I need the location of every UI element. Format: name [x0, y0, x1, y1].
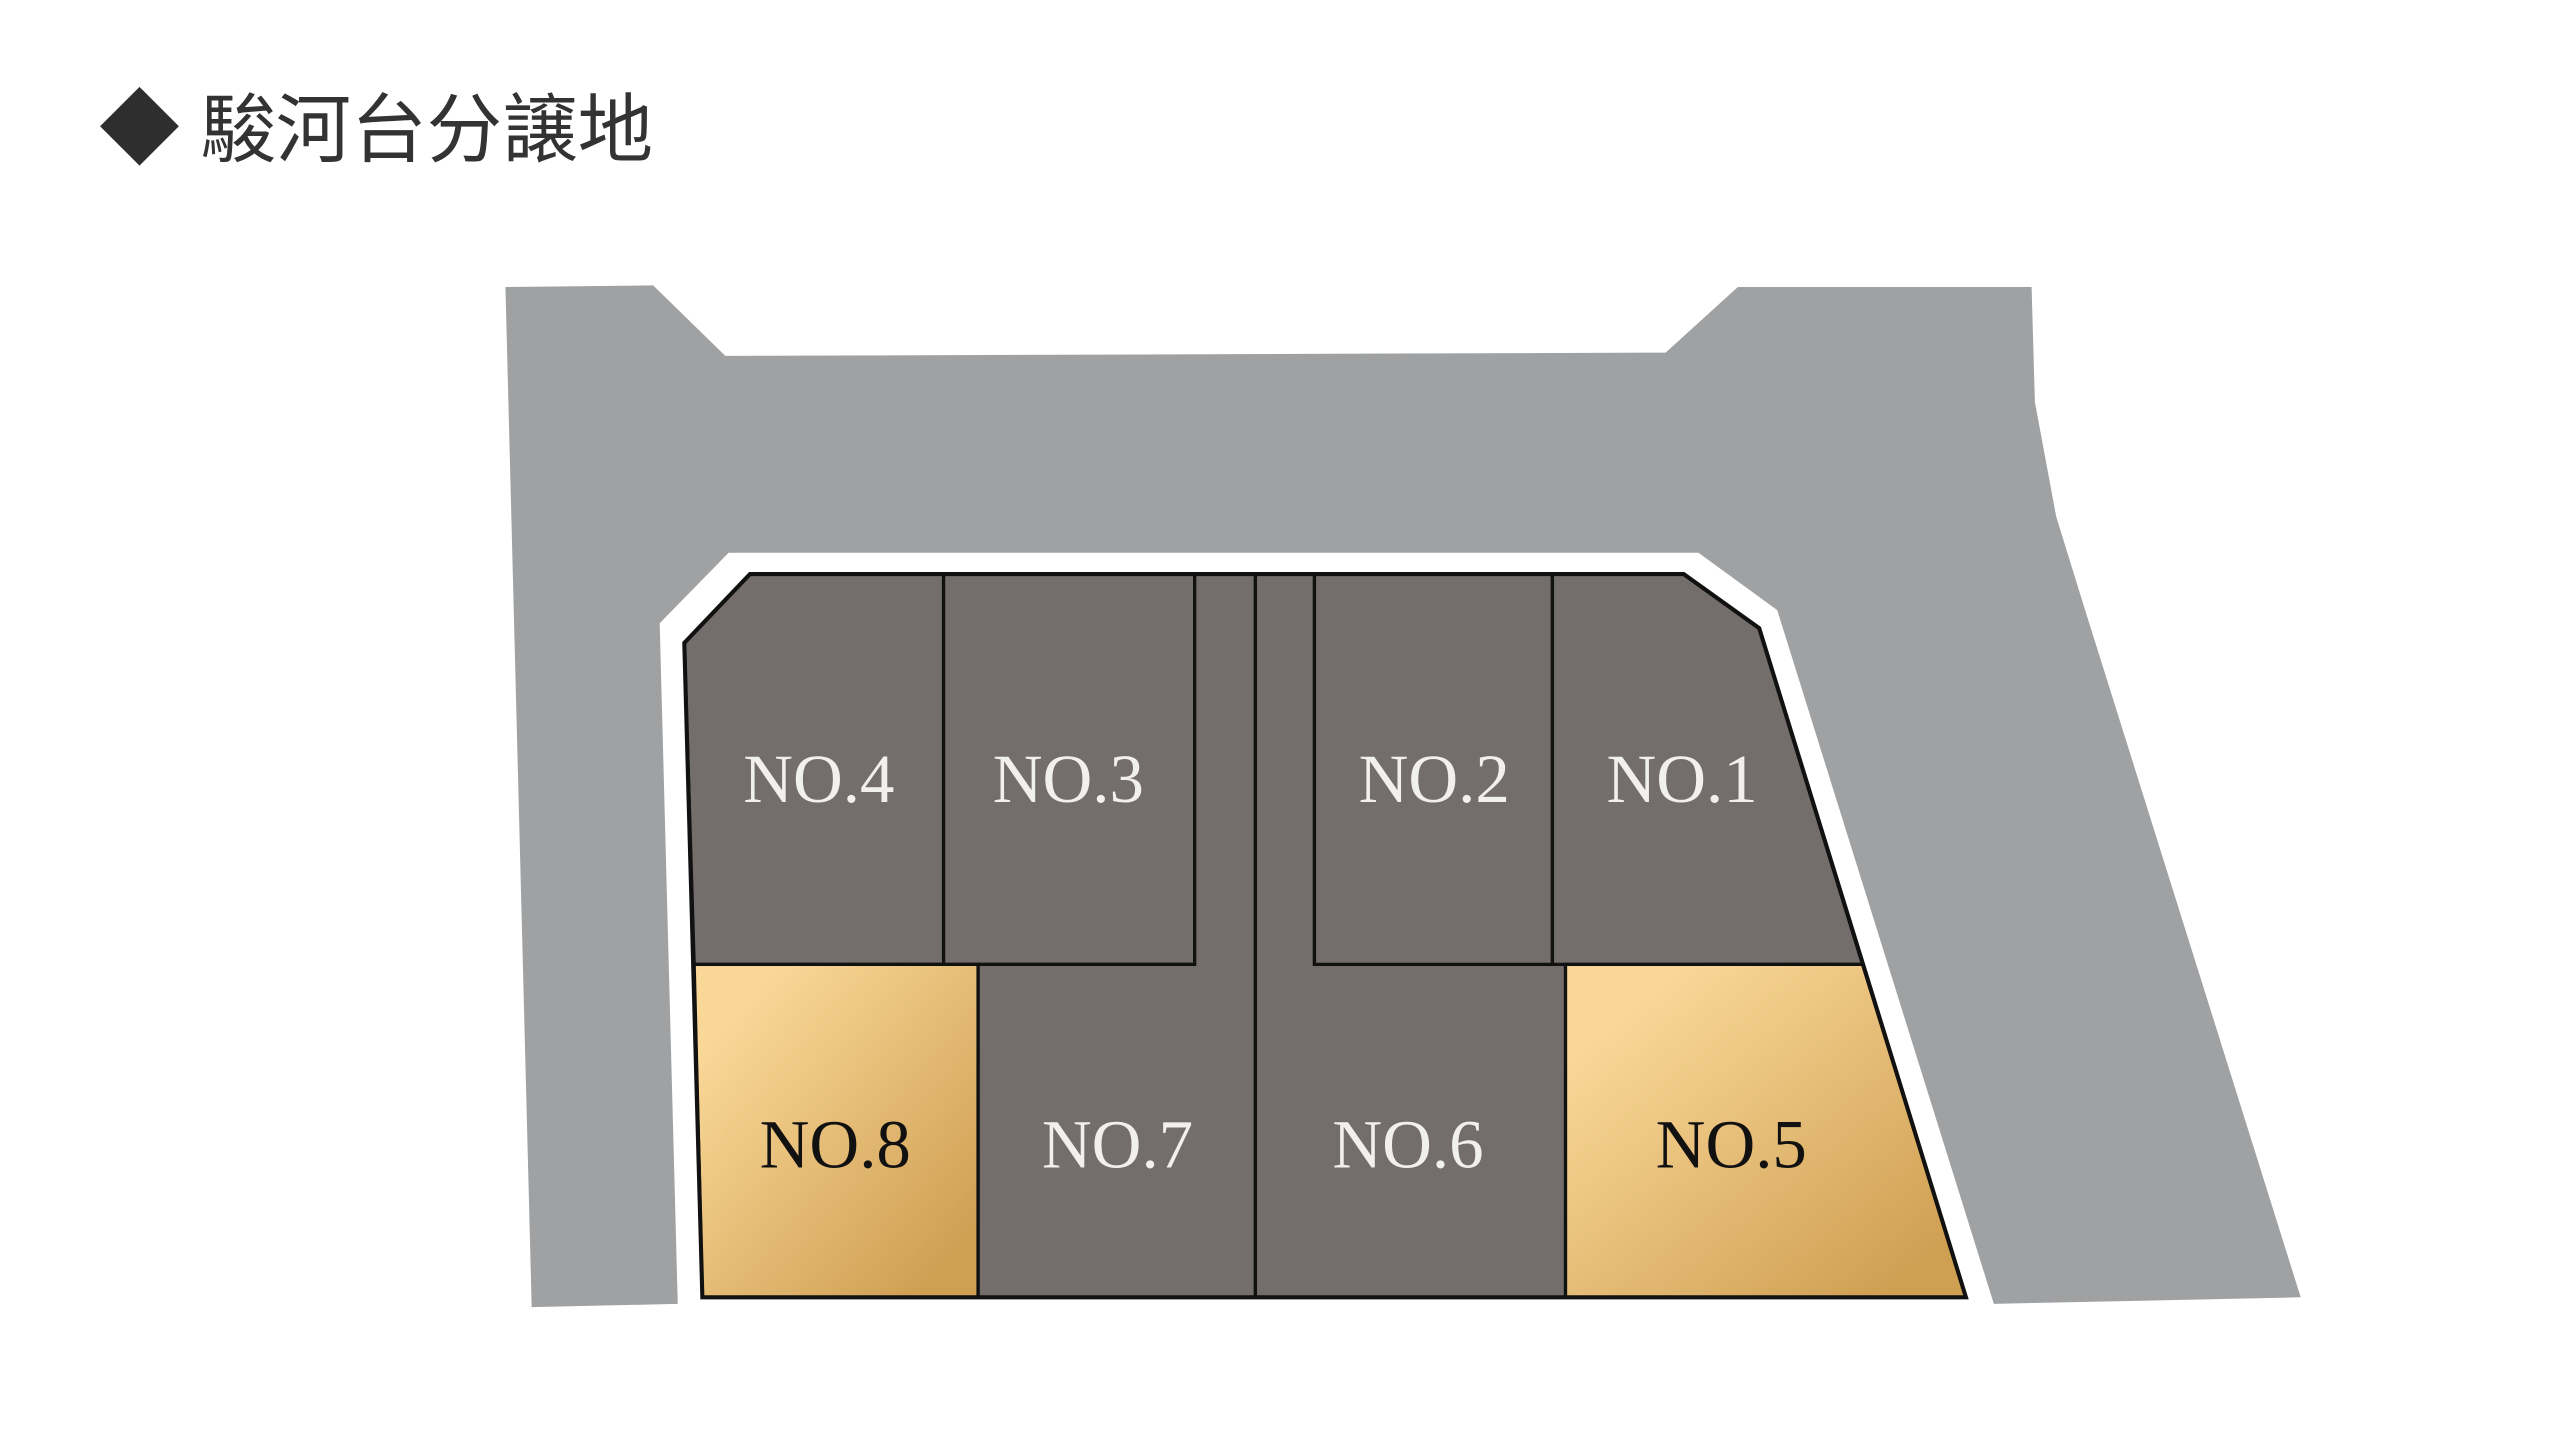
lot-no7[interactable]: NO.7 [976, 572, 1258, 1299]
lot-label: NO.3 [993, 741, 1144, 817]
lot-label: NO.8 [760, 1107, 911, 1183]
lot-no4[interactable]: NO.4 [682, 572, 946, 967]
lot-label: NO.2 [1359, 741, 1510, 817]
lot-no2[interactable]: NO.2 [1312, 572, 1555, 967]
lot-label: NO.1 [1606, 741, 1757, 817]
road [505, 285, 2301, 1308]
page-title: 駿河台分譲地 [200, 86, 653, 174]
lot-label: NO.7 [1042, 1107, 1193, 1183]
lot-no8[interactable]: NO.8 [692, 962, 980, 1299]
site-outline [682, 571, 1969, 1300]
lot-no3[interactable]: NO.3 [941, 572, 1197, 967]
lot-label: NO.4 [743, 741, 894, 817]
lot-no5[interactable]: NO.5 [1563, 962, 1969, 1299]
diamond-icon [100, 86, 179, 166]
lot-no1[interactable]: NO.1 [1550, 572, 1865, 967]
lot-label: NO.5 [1656, 1107, 1807, 1183]
lot-label: NO.6 [1332, 1107, 1483, 1183]
